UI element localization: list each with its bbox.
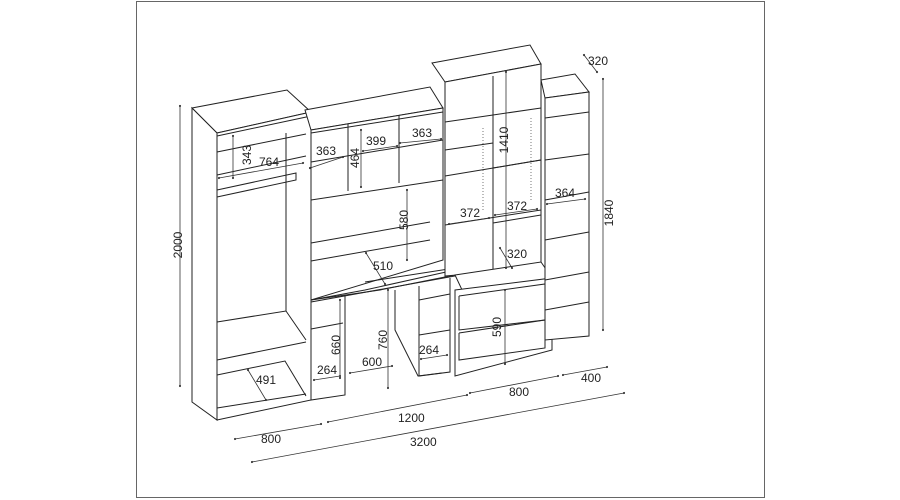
dim-upper-right-width: 363	[412, 126, 432, 140]
dimension-lines	[178, 53, 626, 464]
dim-drawer-height: 590	[490, 317, 504, 337]
dim-upper-mid-width: 399	[366, 134, 386, 148]
drawer-unit	[454, 261, 553, 377]
dim-desk-knee-width: 600	[362, 355, 382, 369]
dim-desk-left-height: 660	[329, 335, 343, 355]
dim-narrow-height: 1840	[602, 199, 616, 226]
dim-bookcase-depth: 320	[507, 247, 527, 261]
dim-total-width: 3200	[410, 435, 437, 449]
dim-bookcase-left-width: 372	[460, 206, 480, 220]
dim-bookcase-right-width: 372	[507, 199, 527, 213]
dim-wardrobe-shelf-height: 343	[240, 145, 254, 165]
dim-desk-gap-height: 580	[397, 210, 411, 230]
narrow-bookcase	[540, 73, 590, 341]
dim-bookcase-width: 800	[509, 385, 529, 399]
dim-narrow-unit-width: 400	[581, 371, 601, 385]
wardrobe	[190, 89, 313, 421]
dim-wardrobe-depth: 491	[256, 373, 276, 387]
dimension-labels: 2000 1840 320 343 764 363 464 399 363 14…	[171, 54, 616, 449]
dim-wardrobe-width: 800	[261, 432, 281, 446]
bookcase	[431, 44, 542, 277]
dim-total-height: 2000	[171, 231, 185, 258]
dim-bookcase-height: 1410	[497, 126, 511, 153]
dim-desk-left-compartment: 264	[317, 363, 337, 377]
dim-desk-depth: 510	[373, 259, 393, 273]
dim-desk-height: 760	[376, 330, 390, 350]
dim-desk-right-compartment: 264	[419, 343, 439, 357]
dim-desk-width: 1200	[398, 411, 425, 425]
dim-narrow-width: 364	[555, 186, 575, 200]
dim-wardrobe-inner-width: 764	[259, 155, 279, 169]
dim-upper-left-width: 363	[316, 144, 336, 158]
frame-border	[136, 1, 765, 498]
dim-upper-mid-height: 464	[348, 148, 362, 168]
dim-depth-top: 320	[588, 54, 608, 68]
